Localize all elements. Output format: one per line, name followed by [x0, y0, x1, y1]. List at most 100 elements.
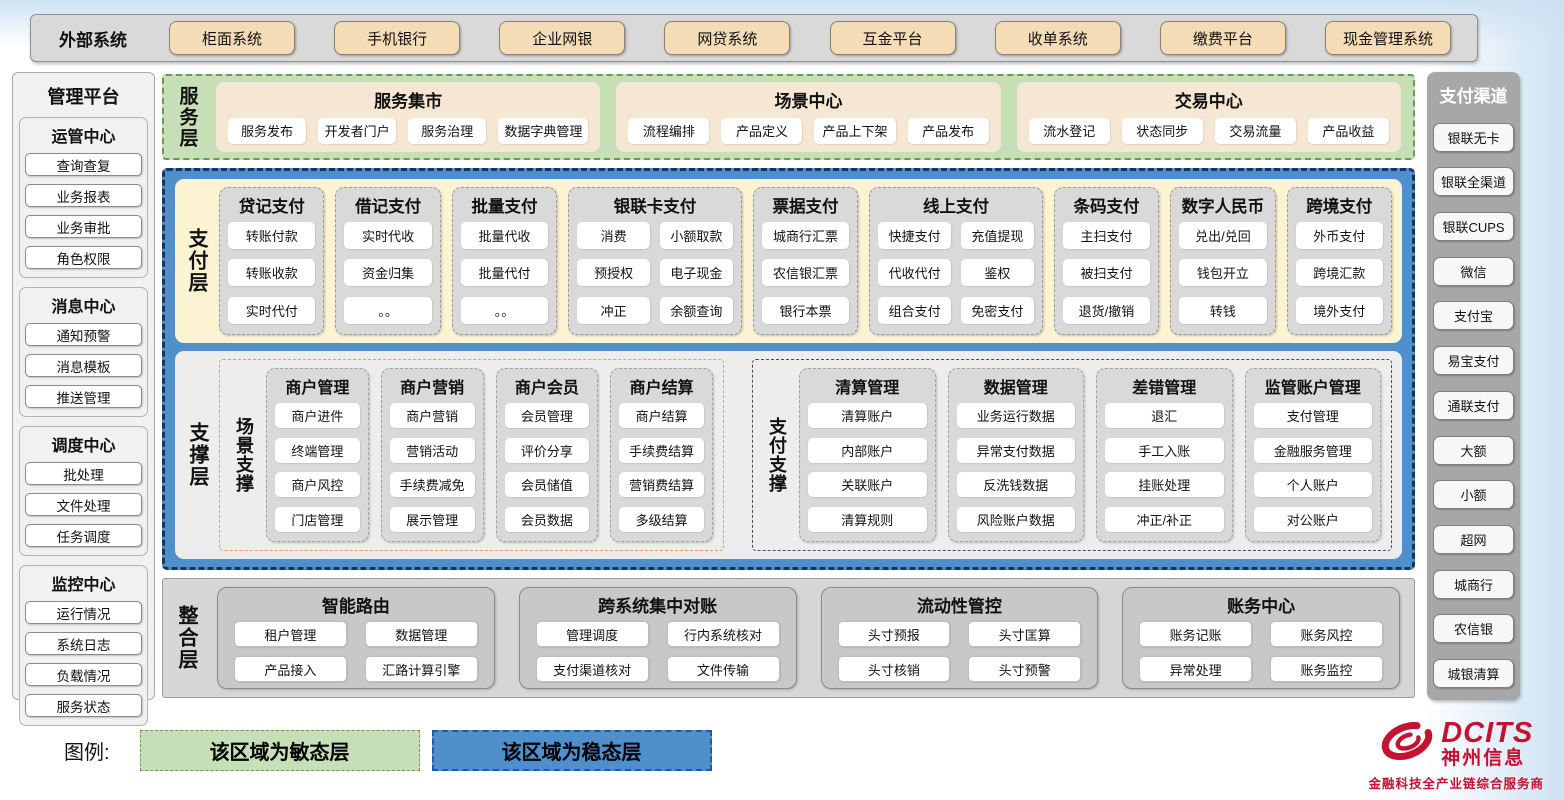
support-item-box: 对公账户 — [1253, 506, 1372, 532]
integration-group-title: 跨系统集中对账 — [598, 597, 718, 616]
service-item-box: 状态同步 — [1121, 117, 1203, 144]
payment-group-title: 跨境支付 — [1306, 198, 1373, 216]
support-item-box: 金融服务管理 — [1253, 437, 1372, 463]
payment-item-box: 冲正 — [577, 296, 650, 324]
support-group-title: 数据管理 — [983, 380, 1048, 397]
scene-support-groups: 商户管理 商户进件 终端管理 商户风控 — [266, 368, 713, 542]
payment-item-box: 充值提现 — [960, 222, 1034, 249]
support-group-items: 商户进件 终端管理 商户风控 门店管理 — [275, 402, 360, 533]
management-center-section: 消息中心 通知预警 消息模板 推送管理 — [19, 287, 148, 417]
scene-support-label: 场景支撑 — [234, 417, 254, 493]
payment-channel-box: 银联CUPS — [1433, 212, 1514, 242]
payment-item-box: 退货/撤销 — [1062, 296, 1151, 324]
support-group: 数据管理 业务运行数据 异常支付数据 反洗钱数据 — [947, 368, 1084, 542]
support-item-box: 营销费结算 — [619, 472, 704, 498]
service-item-box: 开发者门户 — [318, 117, 397, 144]
external-systems-label: 外部系统 — [59, 30, 127, 50]
integration-item-box: 账务记账 — [1139, 621, 1253, 647]
payment-channel-box: 微信 — [1433, 256, 1514, 286]
support-item-box: 个人账户 — [1253, 472, 1372, 498]
integration-group: 跨系统集中对账 管理调度 行内系统核对 支付渠道核对 文件传输 — [518, 587, 797, 689]
support-item-box: 商户风控 — [275, 472, 360, 498]
payment-group: 批量支付 批量代收 批量代付 。。 — [451, 187, 558, 335]
management-item-box: 运行情况 — [25, 601, 142, 624]
integration-group-items: 账务记账 账务风控 异常处理 账务监控 — [1139, 621, 1383, 682]
management-center-items: 通知预警 消息模板 推送管理 — [25, 323, 142, 408]
support-item-box: 门店管理 — [275, 506, 360, 532]
payment-item-box: 代收代付 — [878, 259, 951, 287]
integration-item-box: 头寸预警 — [968, 656, 1082, 682]
service-item-box: 交易流量 — [1214, 117, 1296, 144]
management-platform-sidebar: 管理平台 运管中心 查询查复 业务报表 业务审批 角色权限 — [12, 72, 155, 726]
payment-group: 贷记支付 转账付款 转账收款 实时代付 — [219, 187, 325, 335]
payment-group-items: 转账付款 转账收款 实时代付 — [228, 222, 316, 325]
payment-group: 银联卡支付 消费 小额取款 预授权 电子现金 — [568, 187, 742, 335]
payment-item-box: 跨境汇款 — [1295, 259, 1383, 287]
payment-group: 线上支付 快捷支付 充值提现 代收代付 鉴权 — [869, 187, 1043, 335]
support-group-title: 差错管理 — [1132, 380, 1197, 397]
integration-item-box: 行内系统核对 — [666, 621, 780, 647]
payment-item-box: 转钱 — [1179, 296, 1267, 324]
service-group: 服务集市 服务发布 开发者门户 服务治理 数据字典管理 — [216, 82, 601, 152]
payment-group-title: 线上支付 — [922, 198, 989, 216]
support-item-box: 会员储值 — [504, 472, 590, 498]
service-item-box: 服务发布 — [228, 117, 307, 144]
external-system-box: 缴费平台 — [1159, 21, 1286, 55]
integration-group: 流动性管控 头寸预报 头寸匡算 头寸核销 头寸预警 — [820, 587, 1099, 689]
integration-item-box: 支付渠道核对 — [535, 656, 649, 682]
support-item-box: 业务运行数据 — [956, 403, 1075, 429]
legend: 图例: 该区域为敏态层 该区域为稳态层 — [64, 730, 712, 771]
support-group-title: 商户结算 — [629, 380, 694, 397]
service-layer-panel: 服务层 服务集市 服务发布 开发者门户 服务治理 — [162, 74, 1415, 160]
management-item-box: 查询查复 — [25, 153, 142, 176]
payment-channels-title: 支付渠道 — [1439, 87, 1508, 106]
support-item-box: 内部账户 — [808, 437, 927, 463]
support-group-title: 商户营销 — [400, 380, 465, 397]
support-item-box: 清算账户 — [808, 403, 927, 429]
payment-channel-box: 银联全渠道 — [1433, 167, 1514, 197]
service-item-box: 产品发布 — [907, 117, 989, 144]
integration-item-box: 异常处理 — [1139, 656, 1253, 682]
payment-item-box: 主扫支付 — [1062, 222, 1151, 249]
payment-item-box: 。。 — [344, 296, 432, 324]
support-group-items: 清算账户 内部账户 关联账户 清算规则 — [808, 402, 927, 533]
payment-item-box: 消费 — [577, 222, 650, 249]
management-center-section: 运管中心 查询查复 业务报表 业务审批 角色权限 — [19, 117, 148, 278]
service-group-title: 交易中心 — [1174, 92, 1243, 111]
payment-item-box: 电子现金 — [660, 259, 733, 287]
payment-item-box: 实时代付 — [228, 296, 316, 324]
payment-group-items: 兑出/兑回 钱包开立 转钱 — [1179, 222, 1267, 325]
external-system-box: 柜面系统 — [169, 21, 295, 55]
payment-group-items: 快捷支付 充值提现 代收代付 鉴权 组合支付 免密 — [878, 222, 1034, 325]
integration-item-box: 头寸匡算 — [968, 621, 1082, 647]
service-item-box: 流水登记 — [1028, 117, 1110, 144]
integration-item-box: 文件传输 — [666, 656, 780, 682]
payment-group: 借记支付 实时代收 资金归集 。。 — [335, 187, 441, 335]
support-item-box: 关联账户 — [808, 472, 927, 498]
integration-group-items: 头寸预报 头寸匡算 头寸核销 头寸预警 — [837, 621, 1082, 682]
payment-item-box: 农信银汇票 — [761, 259, 850, 287]
management-item-box: 业务报表 — [25, 184, 142, 207]
support-item-box: 支付管理 — [1253, 403, 1372, 429]
payment-channel-box: 支付宝 — [1433, 301, 1514, 331]
payment-group-items: 城商行汇票 农信银汇票 银行本票 — [761, 222, 850, 325]
payment-item-box: 快捷支付 — [878, 222, 951, 249]
management-center-items: 批处理 文件处理 任务调度 — [25, 462, 142, 547]
management-item-box: 推送管理 — [25, 385, 142, 408]
payment-support-zone: 支付支撑 清算管理 清算账户 内部账户 — [752, 359, 1392, 551]
payment-channel-box: 大额 — [1433, 435, 1514, 465]
payment-item-box: 小额取款 — [660, 222, 733, 249]
payment-group-items: 消费 小额取款 预授权 电子现金 冲正 余额查询 — [577, 222, 733, 325]
support-item-box: 会员数据 — [504, 506, 590, 532]
integration-group-items: 管理调度 行内系统核对 支付渠道核对 文件传输 — [535, 621, 780, 682]
support-item-box: 手续费减免 — [389, 472, 475, 498]
management-center-section: 监控中心 运行情况 系统日志 负载情况 服务状态 — [19, 565, 148, 726]
service-group-title: 服务集市 — [374, 92, 443, 111]
support-group-items: 商户结算 手续费结算 营销费结算 多级结算 — [619, 402, 704, 533]
support-group: 差错管理 退汇 手工入账 挂账处理 — [1096, 368, 1233, 542]
payment-channel-box: 银联无卡 — [1433, 122, 1514, 152]
payment-group-items: 主扫支付 被扫支付 退货/撤销 — [1062, 222, 1151, 325]
payment-item-box: 转账付款 — [228, 222, 316, 249]
external-system-box: 手机银行 — [334, 21, 461, 55]
management-item-box: 服务状态 — [25, 694, 142, 717]
